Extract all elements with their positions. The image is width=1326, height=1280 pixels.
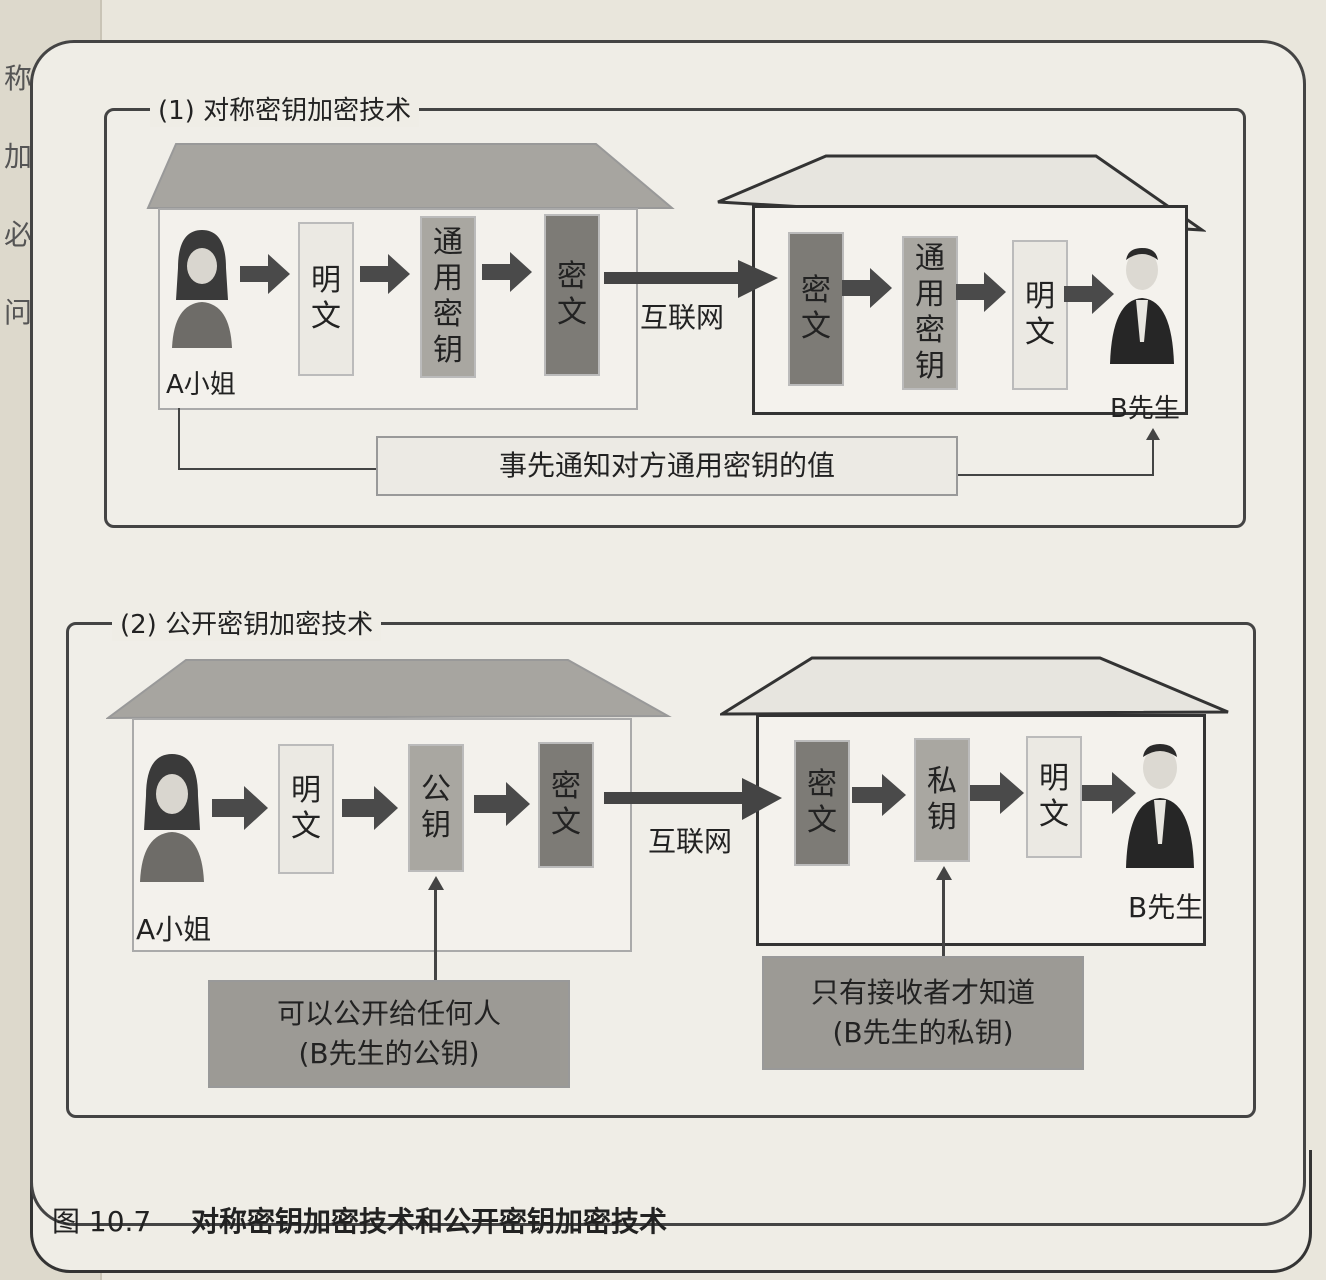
woman-icon bbox=[172, 230, 232, 348]
margin-text-line: 问 bbox=[4, 296, 33, 329]
arrow-icon bbox=[240, 254, 290, 294]
connector-line bbox=[178, 468, 378, 470]
arrow-icon bbox=[970, 772, 1024, 814]
sender-label: A小姐 bbox=[166, 370, 236, 400]
receiver-label: B先生 bbox=[1128, 891, 1204, 924]
internet-arrow bbox=[604, 260, 778, 298]
connector-line bbox=[1152, 436, 1154, 476]
connector-line bbox=[178, 408, 180, 470]
ciphertext-box: 密 文 bbox=[788, 232, 844, 386]
panel-public-key-title: (2) 公开密钥加密技术 bbox=[112, 604, 382, 641]
arrow-icon bbox=[1064, 274, 1114, 314]
woman-icon bbox=[140, 754, 204, 882]
arrow-icon bbox=[474, 782, 530, 826]
arrowhead-icon bbox=[428, 876, 444, 890]
shared-key-box: 通 用 密 钥 bbox=[420, 216, 476, 378]
man-icon bbox=[1126, 744, 1194, 868]
public-key-note-line: 可以公开给任何人 bbox=[276, 997, 501, 1030]
key-notification-note: 事先通知对方通用密钥的值 bbox=[376, 436, 958, 496]
public-key-note: 可以公开给任何人 (B先生的公钥) bbox=[208, 980, 570, 1088]
internet-arrow bbox=[604, 778, 782, 820]
sender-label: A小姐 bbox=[136, 913, 212, 946]
arrow-icon bbox=[360, 254, 410, 294]
private-key-note-line: (B先生的私钥) bbox=[832, 1016, 1014, 1049]
connector-line bbox=[942, 876, 945, 958]
arrow-icon bbox=[956, 272, 1006, 312]
arrow-icon bbox=[212, 786, 268, 830]
connector-line bbox=[952, 474, 1154, 476]
arrow-icon bbox=[342, 786, 398, 830]
receiver-label: B先生 bbox=[1110, 394, 1180, 424]
arrowhead-icon bbox=[936, 866, 952, 880]
sender-house-roof bbox=[146, 143, 675, 209]
figure-number: 图 10.7 bbox=[52, 1205, 152, 1238]
arrow-icon bbox=[842, 268, 892, 308]
private-key-box: 私 钥 bbox=[914, 738, 970, 862]
plaintext-box: 明 文 bbox=[1012, 240, 1068, 390]
private-key-note-line: 只有接收者才知道 bbox=[810, 976, 1035, 1009]
panel-symmetric-title: (1) 对称密钥加密技术 bbox=[150, 90, 420, 127]
ciphertext-box: 密 文 bbox=[544, 214, 600, 376]
arrowhead-icon bbox=[1146, 428, 1160, 440]
private-key-note: 只有接收者才知道 (B先生的私钥) bbox=[762, 956, 1084, 1070]
sender-house-roof bbox=[106, 659, 672, 720]
arrow-icon bbox=[1082, 772, 1136, 814]
ciphertext-box: 密 文 bbox=[794, 740, 850, 866]
public-key-note-line: (B先生的公钥) bbox=[298, 1037, 480, 1070]
figure-title: 对称密钥加密技术和公开密钥加密技术 bbox=[191, 1205, 668, 1238]
public-key-box: 公 钥 bbox=[408, 744, 464, 872]
margin-text-line: 必 bbox=[4, 218, 33, 251]
plaintext-box: 明 文 bbox=[1026, 736, 1082, 858]
internet-label: 互联网 bbox=[648, 825, 733, 858]
receiver-house-roof bbox=[720, 656, 1229, 716]
man-icon bbox=[1110, 248, 1174, 364]
plaintext-box: 明 文 bbox=[278, 744, 334, 874]
shared-key-box: 通 用 密 钥 bbox=[902, 236, 958, 390]
connector-line bbox=[434, 886, 437, 980]
arrow-icon bbox=[852, 774, 906, 816]
ciphertext-box: 密 文 bbox=[538, 742, 594, 868]
plaintext-box: 明 文 bbox=[298, 222, 354, 376]
figure-caption: 图 10.7 对称密钥加密技术和公开密钥加密技术 bbox=[52, 1200, 667, 1240]
arrow-icon bbox=[482, 252, 532, 292]
internet-label: 互联网 bbox=[640, 301, 725, 334]
